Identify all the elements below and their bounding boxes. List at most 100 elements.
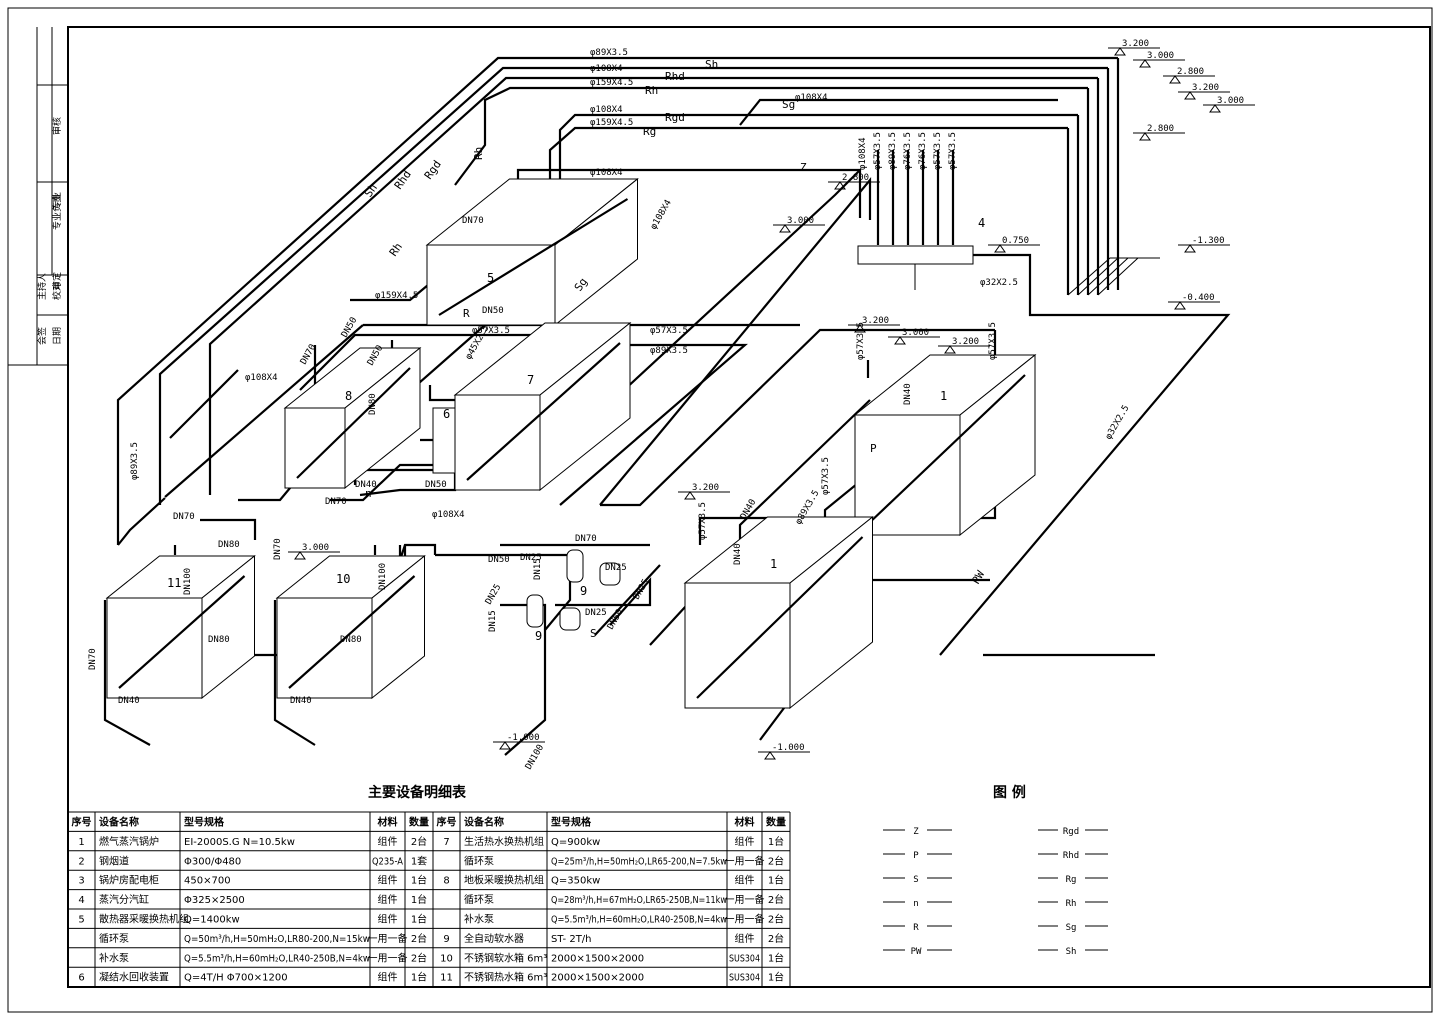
table-cell: 组件: [378, 893, 398, 906]
pipe-size-label: φ89X3.5: [888, 132, 898, 170]
elevation-label: 2.800: [1147, 124, 1174, 134]
pipe-size-label: φ76X3.5: [903, 132, 913, 170]
pipe-code-label: Rgd: [422, 158, 444, 182]
pipe-code-label: Sg: [572, 275, 590, 293]
table-cell: 1台: [411, 874, 427, 887]
table-cell: 1台: [411, 913, 427, 926]
table-cell: 1: [78, 837, 84, 848]
dn-label: DN50: [482, 306, 504, 316]
pipe-code-label: Rg: [643, 125, 656, 138]
legend-item: Rgd: [1063, 827, 1079, 837]
elevation-label: 3.000: [902, 328, 929, 338]
table-cell: 2000×1500×2000: [551, 973, 644, 984]
elevation-label: -1.000: [772, 743, 805, 753]
table-header-cell: 材料: [735, 816, 755, 829]
dn-label: DN25: [632, 578, 652, 602]
table-cell: 2台: [768, 913, 784, 926]
pipe-code-label: n: [365, 487, 372, 500]
pipe-code-label: Sh: [362, 181, 380, 199]
elevation-label: -1.000: [507, 733, 540, 743]
dn-label: DN40: [355, 480, 377, 490]
table-cell: 8: [443, 876, 449, 887]
table-cell: Q=5.5m³/h,H=60mH₂O,LR40-250B,N=4kw: [184, 953, 370, 964]
pipe-size-label: φ57X3.5: [698, 502, 708, 540]
table-cell: 2台: [411, 932, 427, 945]
table-cell: 11: [440, 973, 453, 984]
pipe-size-label: φ108X4: [649, 198, 674, 231]
table-cell: 地板采暖换热机组: [464, 874, 544, 887]
dn-label: DN100: [378, 563, 388, 590]
table-cell: Q=900kw: [551, 837, 600, 848]
table-cell: SUS304: [729, 953, 760, 964]
dn-label: DN40: [903, 383, 913, 405]
elevation-mark: 3.200: [1178, 83, 1230, 100]
pipe-size-label: φ57X3.5: [873, 132, 883, 170]
pipe-size-label: φ89X3.5: [590, 48, 628, 58]
equipment-number: 4: [978, 216, 985, 230]
table-cell: Φ300/Φ480: [184, 856, 241, 867]
table-cell: 燃气蒸汽锅炉: [99, 835, 159, 848]
elevation-mark: 3.200: [1108, 39, 1160, 56]
pipe-network: 3.2003.0002.8003.2003.0002.8002.8003.000…: [103, 39, 1255, 760]
table-cell: Q=50m³/h,H=50mH₂O,LR80-200,N=15kw: [184, 934, 370, 945]
pipe-size-label: φ108X4: [590, 168, 623, 178]
equipment-10-box: [275, 554, 426, 700]
table-header-cell: 数量: [409, 816, 429, 829]
pipe-code-label: PW: [969, 568, 987, 586]
table-cell: 凝结水回收装置: [99, 971, 169, 984]
pipe-size-label: φ57X3.5: [472, 326, 510, 336]
elevation-label: -0.400: [1182, 293, 1215, 303]
table-cell: 一用一备: [368, 951, 408, 964]
table-cell: 锅炉房配电柜: [99, 874, 159, 887]
equipment-number: 1: [940, 389, 947, 403]
table-cell: 1台: [411, 971, 427, 984]
dn-label: DN40: [290, 696, 312, 706]
elevation-mark: 3.000: [1203, 96, 1255, 113]
equipment-number: 11: [167, 576, 181, 590]
title-block-cell: 主持人: [36, 273, 48, 300]
table-cell: 一用一备: [725, 893, 765, 906]
table-cell: Q=1400kw: [184, 915, 240, 926]
outer-border: [7, 7, 1433, 1013]
table-cell: 2000×1500×2000: [551, 953, 644, 964]
pipe-size-label: φ32X2.5: [980, 278, 1018, 288]
elevation-label: 3.200: [862, 316, 889, 326]
equipment-1-box-left: [683, 515, 874, 710]
table-cell: 循环泵: [464, 854, 494, 867]
elevation-mark: 3.000: [288, 543, 340, 560]
legend-item: n: [913, 899, 918, 909]
elevation-mark: 3.200: [848, 316, 900, 333]
pipe-size-label: φ108X4: [858, 137, 868, 170]
table-cell: 1台: [411, 893, 427, 906]
dn-label: DN100: [183, 568, 193, 595]
title-block-cell: 日期: [52, 327, 63, 345]
equipment-11-box: [105, 554, 256, 700]
pipe-size-label: φ57X3.5: [948, 132, 958, 170]
dn-label: DN80: [218, 540, 240, 550]
table-cell: 组件: [735, 835, 755, 848]
dn-label: DN70: [273, 538, 283, 560]
elevation-mark: 0.750: [988, 236, 1040, 253]
dn-label: DN15: [533, 558, 543, 580]
elevation-label: 2.800: [842, 173, 869, 183]
legend-item: R: [913, 923, 919, 933]
pipe-size-label: φ57X3.5: [856, 322, 866, 360]
dn-label: DN70: [173, 512, 195, 522]
legend-item: Z: [913, 827, 919, 837]
title-block-cell: 会签: [36, 327, 48, 345]
pipe-size-label: φ159X4.5: [590, 78, 633, 88]
equipment-number: 7: [527, 373, 534, 387]
table-header-cell: 设备名称: [99, 816, 139, 829]
table-cell: 组件: [735, 874, 755, 887]
table-cell: 1台: [768, 971, 784, 984]
dn-label: DN80: [340, 635, 362, 645]
pipe-size-label: φ108X4: [245, 373, 278, 383]
equipment-6-box: [432, 407, 456, 474]
table-cell: 一用一备: [725, 854, 765, 867]
legend-item: Rg: [1066, 875, 1077, 885]
table-header-cell: 序号: [72, 816, 92, 829]
pipe-size-label: φ76X3.5: [918, 132, 928, 170]
table-header-cell: 型号规格: [184, 816, 225, 829]
dn-label: DN25: [520, 553, 542, 563]
